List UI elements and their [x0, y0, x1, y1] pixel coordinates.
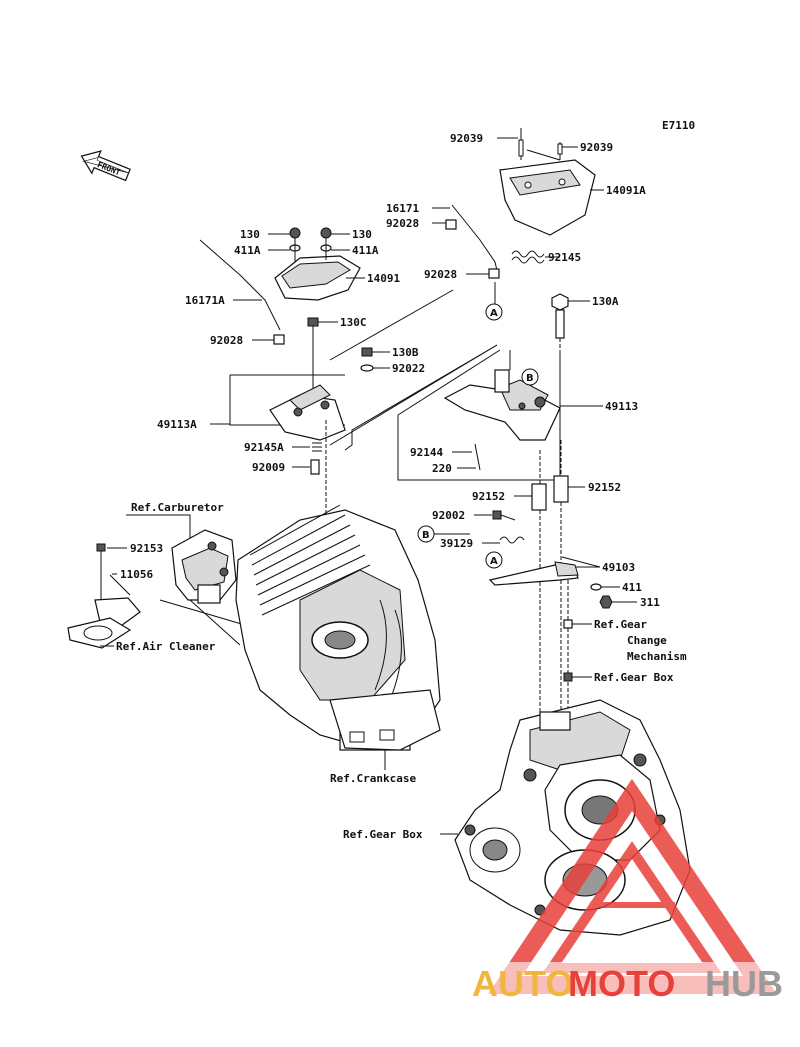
label-130-left: 130: [240, 228, 260, 241]
watermark-hub: HUB: [705, 963, 783, 1004]
bolt-130b: [360, 347, 390, 372]
label-92028-top: 92028: [386, 217, 419, 230]
label-92009: 92009: [252, 461, 285, 474]
screw-92144: [452, 443, 481, 471]
ref-carburetor: Ref.Carburetor: [131, 501, 224, 514]
front-arrow-icon: FRONT: [80, 150, 131, 182]
label-14091: 14091: [367, 272, 400, 285]
ref-gear-change-line1: Ref.Gear: [594, 618, 647, 631]
cover-14091a: [499, 128, 604, 236]
rod-16171: [445, 204, 500, 305]
ref-air-cleaner: Ref.Air Cleaner: [116, 640, 216, 653]
ref-gear-box-right: Ref.Gear Box: [594, 671, 674, 684]
label-92145: 92145: [548, 251, 581, 264]
callout-b-bottom: B: [417, 525, 470, 543]
label-11056: 11056: [120, 568, 153, 581]
label-411a-right: 411A: [352, 244, 379, 257]
label-14091a: 14091A: [606, 184, 646, 197]
svg-text:A: A: [490, 308, 498, 319]
label-92039-right: 92039: [580, 141, 613, 154]
label-49113: 49113: [605, 400, 638, 413]
label-49113a: 49113A: [157, 418, 197, 431]
ref-gear-change-line3: Mechanism: [627, 650, 687, 663]
watermark-text: AUTO MOTO HUB: [470, 962, 795, 1004]
spring-92145: [511, 250, 560, 264]
collar-92152-left: [514, 450, 547, 720]
ref-gear-box-left: Ref.Gear Box: [343, 828, 423, 841]
label-130-right: 130: [352, 228, 372, 241]
bracket-49113a: [210, 374, 346, 560]
label-411: 411: [622, 581, 642, 594]
label-130b: 130B: [392, 346, 419, 359]
leader-lines: [189, 137, 601, 646]
label-92028-mid: 92028: [424, 268, 457, 281]
callout-a-bottom: A: [485, 551, 503, 569]
label-92022: 92022: [392, 362, 425, 375]
bracket-49113: [397, 349, 603, 481]
callout-b-top: B: [521, 368, 539, 386]
label-16171: 16171: [386, 202, 419, 215]
label-92039-left: 92039: [450, 132, 483, 145]
bolt-130c: [307, 317, 338, 395]
collar-92152-right: [553, 440, 585, 720]
label-130a: 130A: [592, 295, 619, 308]
label-92152-right: 92152: [588, 481, 621, 494]
label-311: 311: [640, 596, 660, 609]
diagram-code: E7110: [662, 119, 695, 132]
watermark-auto: AUTO: [472, 963, 573, 1004]
lever-49103: [474, 510, 637, 720]
svg-text:A: A: [490, 556, 498, 567]
label-92153: 92153: [130, 542, 163, 555]
bolt-130a: [551, 293, 590, 395]
callout-a-top: A: [485, 303, 503, 321]
carburetor: [67, 514, 246, 649]
watermark-moto: MOTO: [568, 963, 675, 1004]
label-130c: 130C: [340, 316, 367, 329]
label-49103: 49103: [602, 561, 635, 574]
label-92145a: 92145A: [244, 441, 284, 454]
ref-gear-change-line2: Change: [627, 634, 667, 647]
label-92002: 92002: [432, 509, 465, 522]
label-16171a: 16171A: [185, 294, 225, 307]
svg-text:B: B: [422, 530, 430, 541]
ref-crankcase: Ref.Crankcase: [330, 772, 416, 785]
label-92152-left: 92152: [472, 490, 505, 503]
spring-92145a: [292, 442, 322, 475]
label-92028-left: 92028: [210, 334, 243, 347]
crankcase: [235, 504, 441, 770]
label-411a-left: 411A: [234, 244, 261, 257]
label-92144: 92144: [410, 446, 443, 459]
label-39129: 39129: [440, 537, 473, 550]
svg-text:B: B: [526, 373, 534, 384]
cover-14091: [274, 227, 361, 301]
label-220: 220: [432, 462, 452, 475]
